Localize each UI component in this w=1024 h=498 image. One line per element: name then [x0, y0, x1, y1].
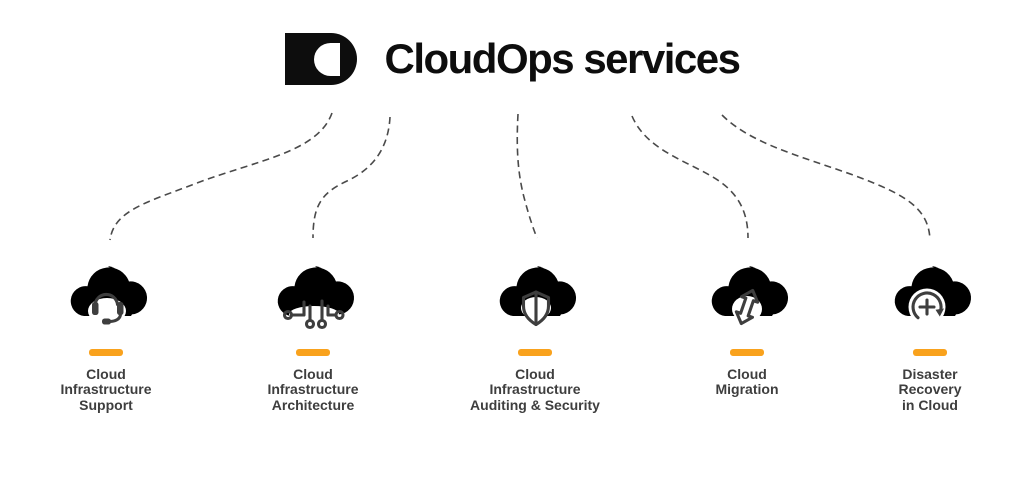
service-card-disaster-recovery: Disaster Recovery in Cloud: [845, 252, 1015, 413]
accent-bar: [518, 349, 552, 356]
connector-line-2: [312, 116, 391, 239]
connector-line-5: [721, 114, 931, 241]
service-label: Disaster Recovery in Cloud: [898, 365, 962, 413]
connector-line-4: [631, 115, 749, 239]
accent-bar: [913, 349, 947, 356]
connector-line-1: [109, 112, 333, 241]
page-title: CloudOps services: [384, 35, 741, 82]
service-label: Cloud Infrastructure Auditing & Security: [470, 365, 600, 413]
cloud-recovery-icon: [894, 266, 972, 326]
connector-line-3: [516, 113, 538, 239]
service-label: Cloud Infrastructure Support: [60, 365, 152, 413]
service-card-architecture: Cloud Infrastructure Architecture: [228, 252, 398, 413]
accent-bar: [296, 349, 330, 356]
header: CloudOps services: [0, 33, 1024, 85]
service-label: Cloud Migration: [715, 365, 779, 397]
accent-bar: [730, 349, 764, 356]
service-card-migration: Cloud Migration: [662, 252, 832, 398]
service-card-auditing-security: Cloud Infrastructure Auditing & Security: [450, 252, 620, 413]
cloud-circuit-icon: [277, 266, 355, 330]
service-card-support: Cloud Infrastructure Support: [21, 252, 191, 413]
cloudops-logo: [284, 33, 357, 85]
logo-halfmoon-shape: [313, 42, 340, 76]
cloud-headset-icon: [70, 266, 148, 325]
accent-bar: [89, 349, 123, 356]
service-label: Cloud Infrastructure Architecture: [267, 365, 359, 413]
cloud-arrows-icon: [711, 266, 789, 326]
cloud-shield-icon: [499, 266, 577, 327]
